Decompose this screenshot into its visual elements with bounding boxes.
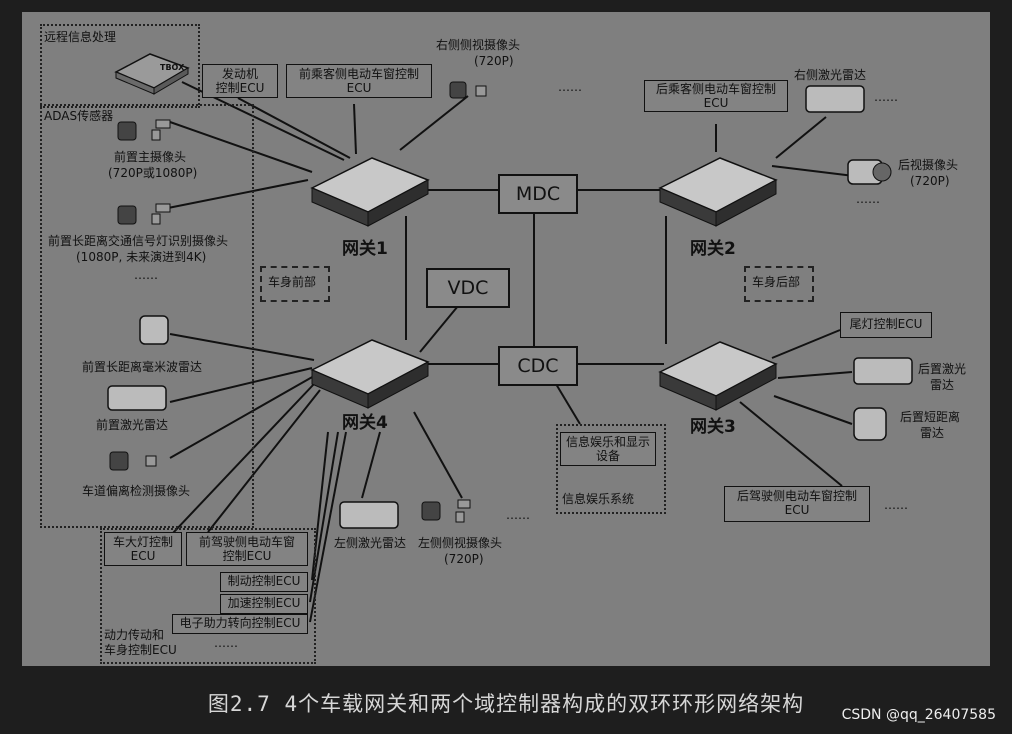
ellipsis: …… bbox=[506, 508, 530, 522]
powertrain-body-group bbox=[100, 528, 316, 664]
gateway-4-label: 网关4 bbox=[342, 413, 388, 433]
brake-ecu-box: 制动控制ECU bbox=[220, 572, 308, 592]
rear-camera-label-2: (720P) bbox=[910, 174, 950, 188]
camera-icon bbox=[117, 203, 171, 225]
front-lidar-label: 前置激光雷达 bbox=[96, 418, 169, 432]
ellipsis: …… bbox=[856, 192, 880, 206]
engine-ecu-line2: 控制ECU bbox=[215, 81, 265, 95]
headlight-ecu-line2: ECU bbox=[130, 549, 156, 563]
engine-ecu-line1: 发动机 bbox=[221, 67, 258, 81]
left-side-camera-label-1: 左侧侧视摄像头 bbox=[418, 536, 503, 550]
gateway-2-label: 网关2 bbox=[690, 239, 736, 259]
gateway-1-label: 网关1 bbox=[342, 239, 388, 259]
front-zone-box bbox=[260, 266, 330, 302]
headlight-ecu-box: 车大灯控制 ECU bbox=[104, 532, 182, 566]
powertrain-label-2: 车身控制ECU bbox=[104, 643, 177, 657]
rear-lidar-label-2: 雷达 bbox=[930, 378, 955, 392]
rear-zone-box bbox=[744, 266, 814, 302]
engine-ecu-box: 发动机 控制ECU bbox=[202, 64, 278, 98]
left-side-camera-label-2: (720P) bbox=[444, 552, 484, 566]
remote-info-group bbox=[40, 24, 200, 108]
adas-sensor-group bbox=[40, 104, 254, 528]
camera-icon bbox=[847, 159, 892, 185]
front-driver-window-ecu-box: 前驾驶侧电动车窗 控制ECU bbox=[186, 532, 308, 566]
network-diagram: 远程信息处理 ADAS传感器 动力传动和 车身控制ECU 信息娱乐系统 TBOX… bbox=[22, 12, 990, 666]
lane-camera-label: 车道偏离检测摄像头 bbox=[82, 484, 191, 498]
lidar-icon bbox=[853, 357, 913, 385]
eps-ecu-box: 电子助力转向控制ECU bbox=[172, 614, 308, 634]
rear-passenger-window-ecu-box: 后乘客侧电动车窗控制 ECU bbox=[644, 80, 788, 112]
tail-light-ecu-box: 尾灯控制ECU bbox=[840, 312, 932, 338]
rear-short-radar-label-2: 雷达 bbox=[920, 426, 945, 440]
infotainment-group bbox=[556, 424, 666, 514]
watermark: CSDN @qq_26407585 bbox=[841, 707, 996, 723]
rear-driver-window-ecu-box: 后驾驶侧电动车窗控制 ECU bbox=[724, 486, 870, 522]
rear-camera-label-1: 后视摄像头 bbox=[898, 158, 959, 172]
front-main-camera-label-1: 前置主摄像头 bbox=[114, 150, 187, 164]
info-display-line2: 设备 bbox=[595, 449, 620, 463]
headlight-ecu-line1: 车大灯控制 bbox=[112, 535, 173, 549]
right-lidar-label: 右侧激光雷达 bbox=[794, 68, 867, 82]
front-long-camera-label-2: (1080P, 未来演进到4K) bbox=[76, 250, 207, 264]
mdc-box: MDC bbox=[498, 174, 578, 214]
figure-caption: 图2.7 4个车载网关和两个域控制器构成的双环环形网络架构 bbox=[207, 692, 805, 716]
rear-zone-label: 车身后部 bbox=[752, 275, 801, 289]
rear-passenger-window-line2: ECU bbox=[703, 96, 729, 110]
ellipsis: …… bbox=[884, 498, 908, 512]
accel-ecu-box: 加速控制ECU bbox=[220, 594, 308, 614]
lidar-icon bbox=[107, 385, 167, 411]
radar-icon bbox=[853, 407, 887, 441]
front-mmw-radar-label: 前置长距离毫米波雷达 bbox=[82, 360, 203, 374]
front-passenger-window-line1: 前乘客侧电动车窗控制 bbox=[298, 67, 419, 81]
connection-lines bbox=[167, 81, 855, 623]
front-driver-window-line2: 控制ECU bbox=[222, 549, 272, 563]
camera-icon bbox=[421, 499, 471, 523]
left-lidar-label: 左侧激光雷达 bbox=[334, 536, 407, 550]
remote-info-label: 远程信息处理 bbox=[44, 30, 117, 44]
radar-icon bbox=[139, 315, 169, 345]
front-main-camera-label-2: (720P或1080P) bbox=[108, 166, 198, 180]
gateway-4-device bbox=[310, 339, 430, 409]
ellipsis: …… bbox=[558, 80, 582, 94]
front-passenger-window-line2: ECU bbox=[346, 81, 372, 95]
front-long-camera-label-1: 前置长距离交通信号灯识别摄像头 bbox=[48, 234, 229, 248]
infotainment-system-label: 信息娱乐系统 bbox=[562, 492, 635, 506]
right-side-camera-label-1: 右侧侧视摄像头 bbox=[436, 38, 521, 52]
front-driver-window-line1: 前驾驶侧电动车窗 bbox=[198, 535, 295, 549]
tbox-device: TBOX bbox=[114, 53, 190, 95]
tbox-label: TBOX bbox=[160, 63, 185, 72]
lidar-icon bbox=[805, 85, 865, 113]
info-display-box: 信息娱乐和显示 设备 bbox=[560, 432, 656, 466]
info-display-line1: 信息娱乐和显示 bbox=[565, 435, 650, 449]
camera-icon bbox=[109, 451, 157, 471]
right-side-camera-label-2: (720P) bbox=[474, 54, 514, 68]
rear-short-radar-label-1: 后置短距离 bbox=[900, 410, 961, 424]
lidar-icon bbox=[339, 501, 399, 529]
gateway-3-device bbox=[658, 341, 778, 411]
camera-icon bbox=[449, 81, 487, 99]
rear-lidar-label-1: 后置激光 bbox=[918, 362, 967, 376]
ellipsis: …… bbox=[134, 268, 158, 282]
rear-driver-window-line1: 后驾驶侧电动车窗控制 bbox=[736, 489, 857, 503]
ellipsis: …… bbox=[874, 90, 898, 104]
gateway-2-device bbox=[658, 157, 778, 227]
gateway-1-device bbox=[310, 157, 430, 227]
front-passenger-window-ecu-box: 前乘客侧电动车窗控制 ECU bbox=[286, 64, 432, 98]
powertrain-label-1: 动力传动和 bbox=[104, 628, 165, 642]
ellipsis: …… bbox=[214, 636, 238, 650]
camera-icon bbox=[117, 119, 171, 141]
gateway-3-label: 网关3 bbox=[690, 417, 736, 437]
rear-driver-window-line2: ECU bbox=[784, 503, 810, 517]
rear-passenger-window-line1: 后乘客侧电动车窗控制 bbox=[655, 82, 776, 96]
adas-sensor-label: ADAS传感器 bbox=[44, 109, 114, 123]
vdc-box: VDC bbox=[426, 268, 510, 308]
cdc-box: CDC bbox=[498, 346, 578, 386]
front-zone-label: 车身前部 bbox=[268, 275, 317, 289]
